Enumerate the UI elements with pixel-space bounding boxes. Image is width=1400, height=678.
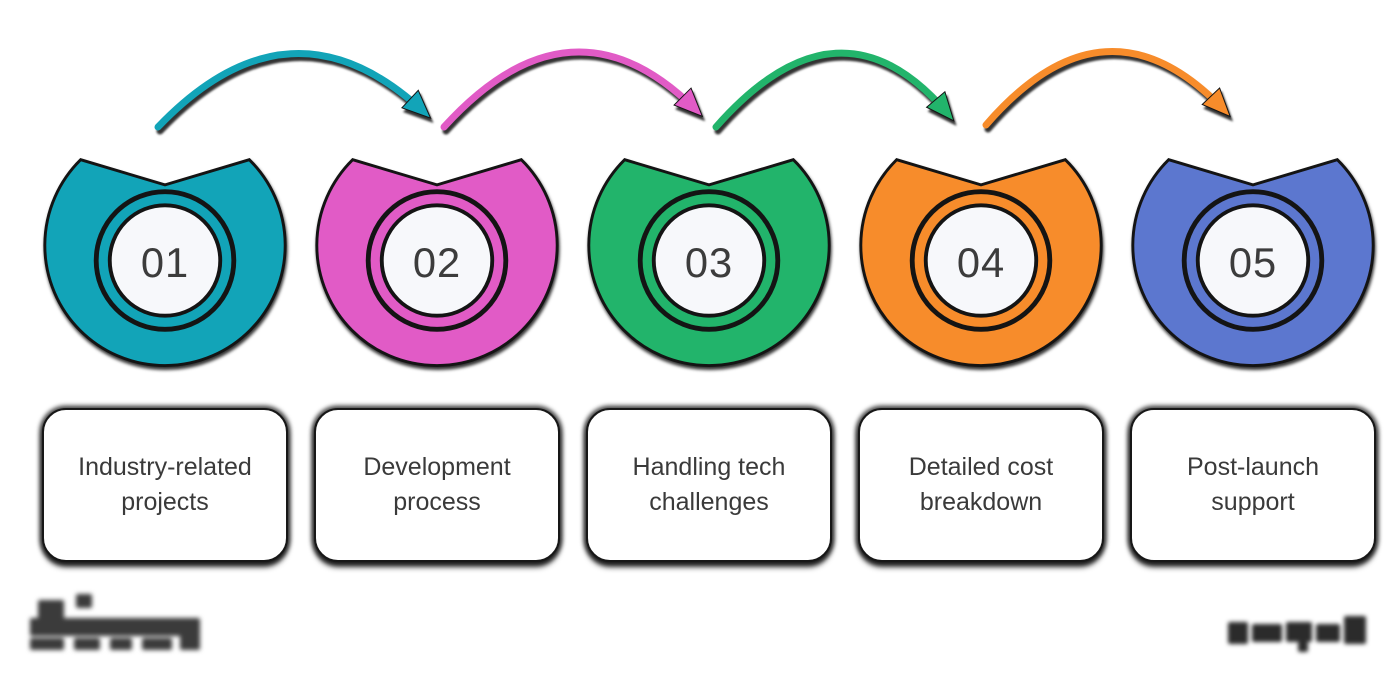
- badge-inner-circle: [923, 203, 1039, 318]
- badge-ring: [365, 189, 509, 332]
- step-4-label: Detailed cost breakdown: [908, 452, 1054, 517]
- step-3: 03 Handling tech challenges: [586, 0, 832, 578]
- badge-inner-circle: [1195, 203, 1311, 318]
- step-2-label: Development process: [363, 452, 511, 517]
- step-4: 04 Detailed cost breakdown: [858, 0, 1104, 578]
- step-1-badge-icon: 01: [43, 158, 287, 367]
- step-5: 05 Post-launch support: [1130, 0, 1376, 578]
- step-2-number: 02: [413, 239, 461, 286]
- step-2: 02 Development process: [314, 0, 560, 578]
- step-5-number: 05: [1229, 239, 1277, 286]
- step-5-card: Post-launch support: [1130, 408, 1376, 562]
- step-3-card: Handling tech challenges: [586, 408, 832, 562]
- step-3-label: Handling tech challenges: [632, 452, 786, 517]
- step-2-card: Development process: [314, 408, 560, 562]
- blurred-watermark-text-icon: [1228, 614, 1368, 652]
- curved-arrow-step2-to-step3: [440, 48, 696, 131]
- step-4-badge-icon: 04: [859, 158, 1103, 367]
- badge-ring: [637, 189, 781, 332]
- step-1-label: Industry-related projects: [78, 452, 252, 517]
- badge-ring: [1181, 189, 1325, 332]
- badge-ring: [93, 189, 237, 332]
- step-5-badge-icon: 05: [1131, 158, 1375, 367]
- arrows-layer: [154, 48, 1400, 131]
- badge-ring: [909, 189, 1053, 332]
- step-4-card: Detailed cost breakdown: [858, 408, 1104, 562]
- blurred-company-logo-icon: [30, 594, 206, 652]
- curved-arrow-step1-to-step2: [154, 50, 424, 131]
- step-2-badge-icon: 02: [315, 158, 559, 367]
- badge-inner-circle: [379, 203, 495, 318]
- step-1-card: Industry-related projects: [42, 408, 288, 562]
- step-3-badge-icon: 03: [587, 158, 831, 367]
- badge-inner-circle: [107, 203, 223, 318]
- step-4-number: 04: [957, 239, 1005, 286]
- badge-inner-circle: [651, 203, 767, 318]
- step-1: 01 Industry-related projects: [42, 0, 288, 578]
- step-5-label: Post-launch support: [1186, 452, 1320, 517]
- curved-arrow-step3-to-step4: [712, 49, 948, 131]
- step-3-number: 03: [685, 239, 733, 286]
- curved-arrow-step4-to-step5: [982, 48, 1224, 129]
- step-1-number: 01: [141, 239, 189, 286]
